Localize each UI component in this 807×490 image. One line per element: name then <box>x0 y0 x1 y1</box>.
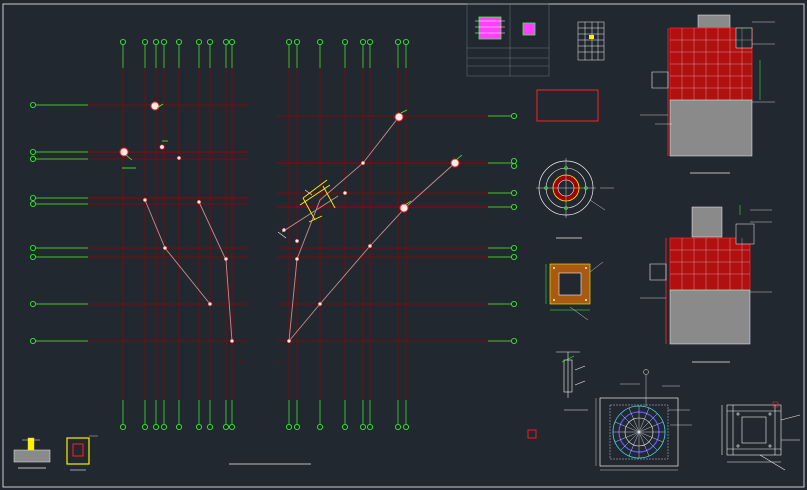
base-plate-icon <box>13 437 51 469</box>
right-plan-row-bubbles <box>510 113 517 344</box>
left-plan-horizontal-green-leaders <box>35 104 88 342</box>
marker-dot <box>277 361 279 363</box>
left-plan-horizontal-grid <box>35 104 248 342</box>
legend-detail-box <box>466 3 550 77</box>
pile-section-icon <box>640 14 775 174</box>
square-column-base-icon <box>721 401 801 471</box>
round-column-plan-icon <box>595 369 692 471</box>
right-plan-horizontal-green-leaders <box>488 115 512 342</box>
right-plan-yellow-dimension <box>299 179 336 223</box>
column-box-icon <box>66 435 98 471</box>
left-plan-pink-members <box>144 199 233 342</box>
right-plan-pink-members <box>281 117 456 342</box>
right-plan-beams <box>277 162 488 208</box>
right-plan-vertical-green-leaders <box>288 43 407 426</box>
schedule-table-icon <box>577 21 605 61</box>
pile-section-icon-2 <box>640 205 772 363</box>
square-plate-icon <box>545 261 604 321</box>
right-plan-column-markers <box>394 109 463 213</box>
left-plan-vertical-grid <box>122 50 233 400</box>
red-marker-rectangle <box>536 89 599 122</box>
right-plan-vertical-grid <box>288 50 407 400</box>
right-plan-horizontal-grid <box>277 115 512 342</box>
drawing-border <box>2 3 805 488</box>
left-plan-column-markers <box>119 101 168 169</box>
right-plan-nodes <box>282 160 373 344</box>
left-plan-row-bubbles <box>29 102 36 344</box>
left-plan-nodes <box>142 155 234 344</box>
right-plan-white-ticks <box>277 189 313 239</box>
marker-dot <box>239 361 241 363</box>
left-plan-column-bubbles <box>120 39 235 430</box>
right-plan-column-bubbles <box>285 39 409 430</box>
circular-footing-icon <box>536 158 614 239</box>
red-small-square <box>527 429 537 439</box>
left-plan-vertical-green-leaders <box>122 43 233 426</box>
anchor-bolt-icon <box>556 351 588 411</box>
left-plan-beams <box>88 151 248 199</box>
